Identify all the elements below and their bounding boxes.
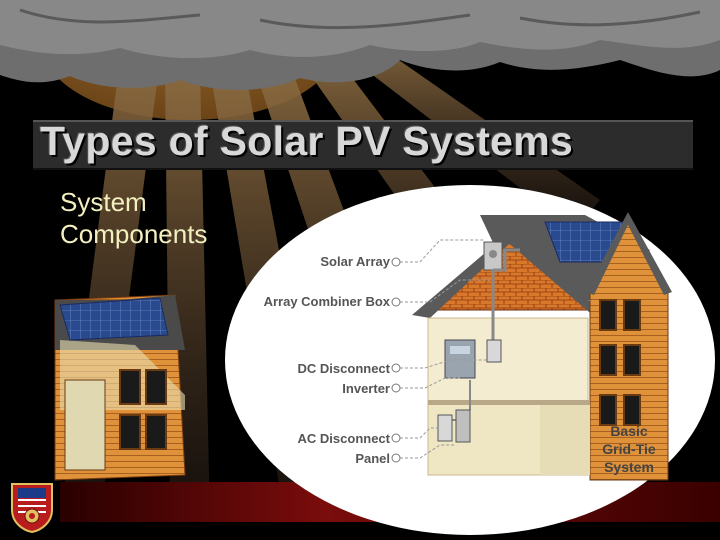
title-bar xyxy=(33,120,693,170)
label-panel: Panel xyxy=(355,451,390,466)
callout-leaders xyxy=(400,239,490,459)
slide-subtitle: System Components xyxy=(60,186,280,250)
label-solar-array: Solar Array xyxy=(320,254,390,269)
left-house xyxy=(54,294,186,481)
system-type-label: Basic Grid-Tie System xyxy=(594,422,664,476)
subtitle-line-1: System xyxy=(60,187,147,217)
system-type-line-1: Basic xyxy=(610,423,648,439)
label-ac-disconnect: AC Disconnect xyxy=(297,431,390,446)
main-house xyxy=(412,212,672,481)
connector-circles xyxy=(391,257,401,463)
system-type-line-3: System xyxy=(604,459,654,475)
system-type-line-2: Grid-Tie xyxy=(602,441,656,457)
storm-cloud xyxy=(0,0,720,90)
slide-title: Types of Solar PV Systems xyxy=(40,118,574,164)
label-dc-disconnect: DC Disconnect xyxy=(297,361,390,376)
subtitle-line-2: Components xyxy=(60,219,208,249)
label-inverter: Inverter xyxy=(342,381,390,396)
label-array-combiner-box: Array Combiner Box xyxy=(263,294,390,309)
fire-department-badge-icon xyxy=(11,483,53,534)
